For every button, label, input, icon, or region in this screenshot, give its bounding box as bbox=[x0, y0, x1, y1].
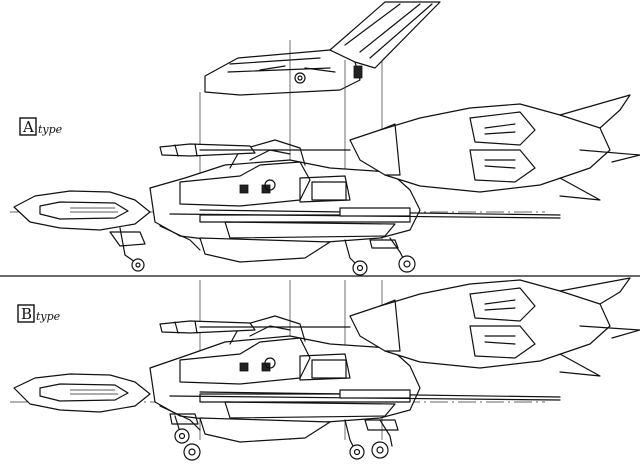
variant-a-fuselage bbox=[149, 139, 421, 245]
variant-a-label: A type bbox=[19, 117, 63, 136]
variant-a-lance bbox=[169, 207, 561, 219]
variant-b-lance bbox=[169, 389, 561, 401]
variant-b-upper-cannon bbox=[159, 320, 351, 334]
variant-a-top-wing bbox=[204, 1, 441, 96]
variant-b-main-gear bbox=[344, 419, 399, 460]
variant-b-suffix: type bbox=[36, 310, 61, 323]
variant-a-upper-cannon bbox=[159, 143, 351, 157]
variant-b-nose bbox=[13, 373, 151, 413]
variant-a-nose bbox=[13, 190, 151, 231]
variant-b-panel bbox=[10, 277, 640, 461]
variant-a-nose-gear bbox=[109, 227, 146, 272]
variant-b-label: B type bbox=[17, 304, 61, 323]
variant-b-letter: B bbox=[21, 305, 32, 323]
variant-a-main-gear bbox=[344, 237, 416, 276]
variant-b-lower-skirt bbox=[159, 405, 331, 443]
variant-b-rear-pod bbox=[349, 277, 640, 377]
variant-a-panel bbox=[10, 1, 640, 276]
variant-a-letter: A bbox=[22, 118, 34, 136]
variant-a-suffix: type bbox=[38, 123, 63, 136]
variant-a-rear-pod bbox=[349, 94, 640, 201]
variant-a-lower-skirt bbox=[159, 225, 331, 263]
variant-b-front-gear bbox=[169, 413, 201, 461]
